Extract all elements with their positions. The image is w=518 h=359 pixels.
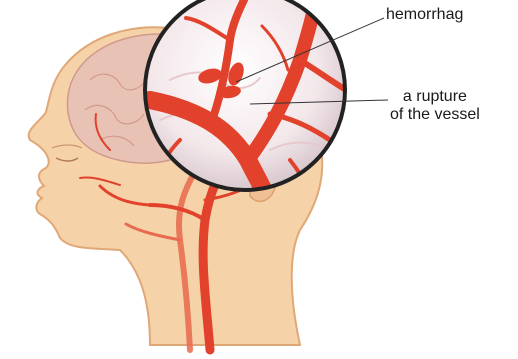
rupture-label-line2: of the vessel: [390, 106, 480, 124]
rupture-label-line1: a rupture: [390, 88, 480, 106]
rupture-label: a rupture of the vessel: [390, 88, 480, 124]
hemorrhage-label: hemorrhag: [386, 6, 463, 24]
